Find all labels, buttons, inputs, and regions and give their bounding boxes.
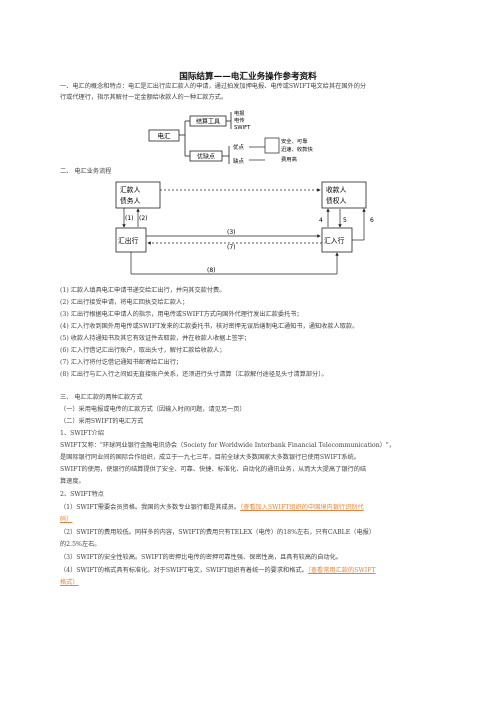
intro-line-2: 行或代理行，指示其解付一定金额给收款人的一种汇款方式。 bbox=[60, 94, 228, 101]
tree-root-label: 电汇 bbox=[158, 131, 172, 140]
flow-step-6: 6 bbox=[370, 217, 374, 224]
creditor-label: 债权人 bbox=[326, 196, 347, 205]
swift-format-link-cont[interactable]: 格式） bbox=[60, 579, 79, 586]
remit-bank-box bbox=[115, 227, 147, 253]
section-3-title: 三、 电汇汇款的两种汇款方式 bbox=[60, 394, 143, 401]
feature-2-line-2: 的2.5%左右。 bbox=[60, 541, 101, 548]
swift-para-4: 算速度。 bbox=[60, 478, 85, 485]
remitter-box bbox=[115, 181, 161, 209]
step-line-2: (2) 汇出行接受申请，将电汇回执交给汇款人； bbox=[60, 299, 189, 306]
feature-4-text: （4）SWIFT的格式具有标准化。对于SWIFT电文，SWIFT组织有着统一的要… bbox=[60, 567, 308, 574]
payee-box bbox=[321, 181, 367, 209]
swift-format-link[interactable]: （查看常用汇款的SWIFT bbox=[307, 567, 376, 574]
debtor-label: 债务人 bbox=[120, 196, 141, 205]
swift-para-3: SWIFT的使用，使银行的结算提供了安全、可靠、快捷、标准化、自动化的通讯业务，… bbox=[60, 466, 367, 473]
swift-bank-codes-link[interactable]: （查看加入SWIFT组织的中国境内银行识别代 bbox=[240, 504, 364, 511]
tree-tool-1: 电报 bbox=[234, 109, 245, 117]
swift-bank-codes-link-cont[interactable]: 码） bbox=[60, 516, 73, 523]
flow-step-7: (7) bbox=[227, 244, 236, 251]
flow-step-4: 4 bbox=[319, 217, 323, 224]
step-line-6: (6) 汇入行借记汇出行账户，取出头寸，解付汇款给收款人； bbox=[60, 347, 226, 354]
tree-con-1: 费用高 bbox=[281, 155, 297, 163]
document-title: 国际结算——电汇业务操作参考资料 bbox=[179, 72, 317, 82]
tree-pros-label: 优点 bbox=[233, 143, 245, 151]
tree-group-tools-label: 结算工具 bbox=[196, 118, 220, 126]
tree-tool-2: 电传 bbox=[234, 116, 245, 124]
feature-2-line-1: （2）SWIFT的费用较低。同样多的内容，SWIFT的费用只有TELEX（电传）… bbox=[60, 529, 376, 536]
section-2-title: 二、 电汇业务流程 bbox=[60, 168, 112, 175]
step-line-1: (1) 汇款人填具电汇申请书递交给汇出行，并向其交款付费。 bbox=[60, 287, 226, 294]
step-line-8: (8) 汇出行与汇入行之间如无直接账户关系，还须进行头寸清算（汇款解付途径见头寸… bbox=[60, 371, 328, 378]
feature-1-line-2: 码） bbox=[60, 515, 440, 524]
payee-label: 收款人 bbox=[326, 185, 347, 194]
swift-para-1: SWIFT又称："环球同业银行金融电讯协会（Society for Worldw… bbox=[60, 442, 395, 449]
tree-pro-1: 安全、可靠 bbox=[281, 137, 308, 145]
remitter-label: 汇款人 bbox=[120, 185, 141, 194]
remit-bank-label: 汇出行 bbox=[118, 236, 139, 245]
flow-step-2: (2) bbox=[139, 215, 148, 222]
feature-3-line: （3）SWIFT的安全性较高。SWIFT的密押比电传的密押可靠性强、保密性高，且… bbox=[60, 554, 342, 561]
feature-4-line-2: 格式） bbox=[60, 578, 440, 587]
tree-cons-label: 缺点 bbox=[233, 157, 245, 165]
remittance-flow-diagram: 汇款人 债务人 收款人 债权人 汇出行 汇入行 (1) (2) (3) (7) … bbox=[115, 181, 374, 275]
flow-step-3: (3) bbox=[227, 229, 236, 236]
feature-tree-diagram: 电汇 结算工具 电报 电传 SWIFT 优缺点 优点 缺点 安全、可靠 迅速、收… bbox=[148, 109, 313, 165]
step-line-4: (4) 汇入行收到国外用电传或SWIFT发来的汇款委托书，核对密押无误后缮制电汇… bbox=[60, 323, 359, 330]
swift-intro-heading: 1、SWIFT介绍 bbox=[60, 430, 104, 437]
feature-1-line: （1）SWIFT需要会员资格。我国的大多数专业银行都是其成员。（查看加入SWIF… bbox=[60, 503, 440, 512]
feature-1-text: （1）SWIFT需要会员资格。我国的大多数专业银行都是其成员。 bbox=[60, 504, 241, 511]
intro-line-1: 一、电汇的概念和特点：电汇是汇出行应汇款人的申请，通过拍发加押电报、电传或SWI… bbox=[60, 83, 367, 90]
pay-bank-label: 汇入行 bbox=[324, 236, 345, 245]
tree-root-box bbox=[148, 129, 180, 142]
section-3-method-a: （一）采用电报或电传的汇款方式（因输入时间问题，请见另一页） bbox=[60, 406, 246, 413]
step-line-5: (5) 收款人持通知书及其它有效证件去取款，并在收款人收据上签字； bbox=[60, 335, 251, 342]
tree-tool-3: SWIFT bbox=[234, 125, 251, 131]
step-line-3: (3) 汇出行根据电汇申请人的指示，用电传或SWIFT方式向国外代理行发出汇款委… bbox=[60, 311, 303, 318]
flow-step-8: (8) bbox=[207, 267, 216, 274]
tree-group-proscons-label: 优缺点 bbox=[197, 153, 215, 161]
tree-pro-2: 迅速、收款快 bbox=[281, 145, 313, 153]
pay-bank-box bbox=[321, 227, 353, 253]
feature-4-line: （4）SWIFT的格式具有标准化。对于SWIFT电文，SWIFT组织有着统一的要… bbox=[60, 566, 440, 575]
step-line-7: (7) 汇入行将付讫借记通知书邮寄给汇出行； bbox=[60, 359, 183, 366]
swift-para-2: 是国际银行同业间的国际合作组织，成立于一九七三年，目前全球大多数国家大多数银行已… bbox=[60, 454, 360, 461]
flow-step-1: (1) bbox=[125, 215, 134, 222]
section-3-method-b: （二）采用SWIFT的电汇方式 bbox=[60, 418, 144, 425]
swift-features-heading: 2、SWIFT特点 bbox=[60, 491, 104, 498]
flow-step-5: 5 bbox=[343, 217, 347, 224]
